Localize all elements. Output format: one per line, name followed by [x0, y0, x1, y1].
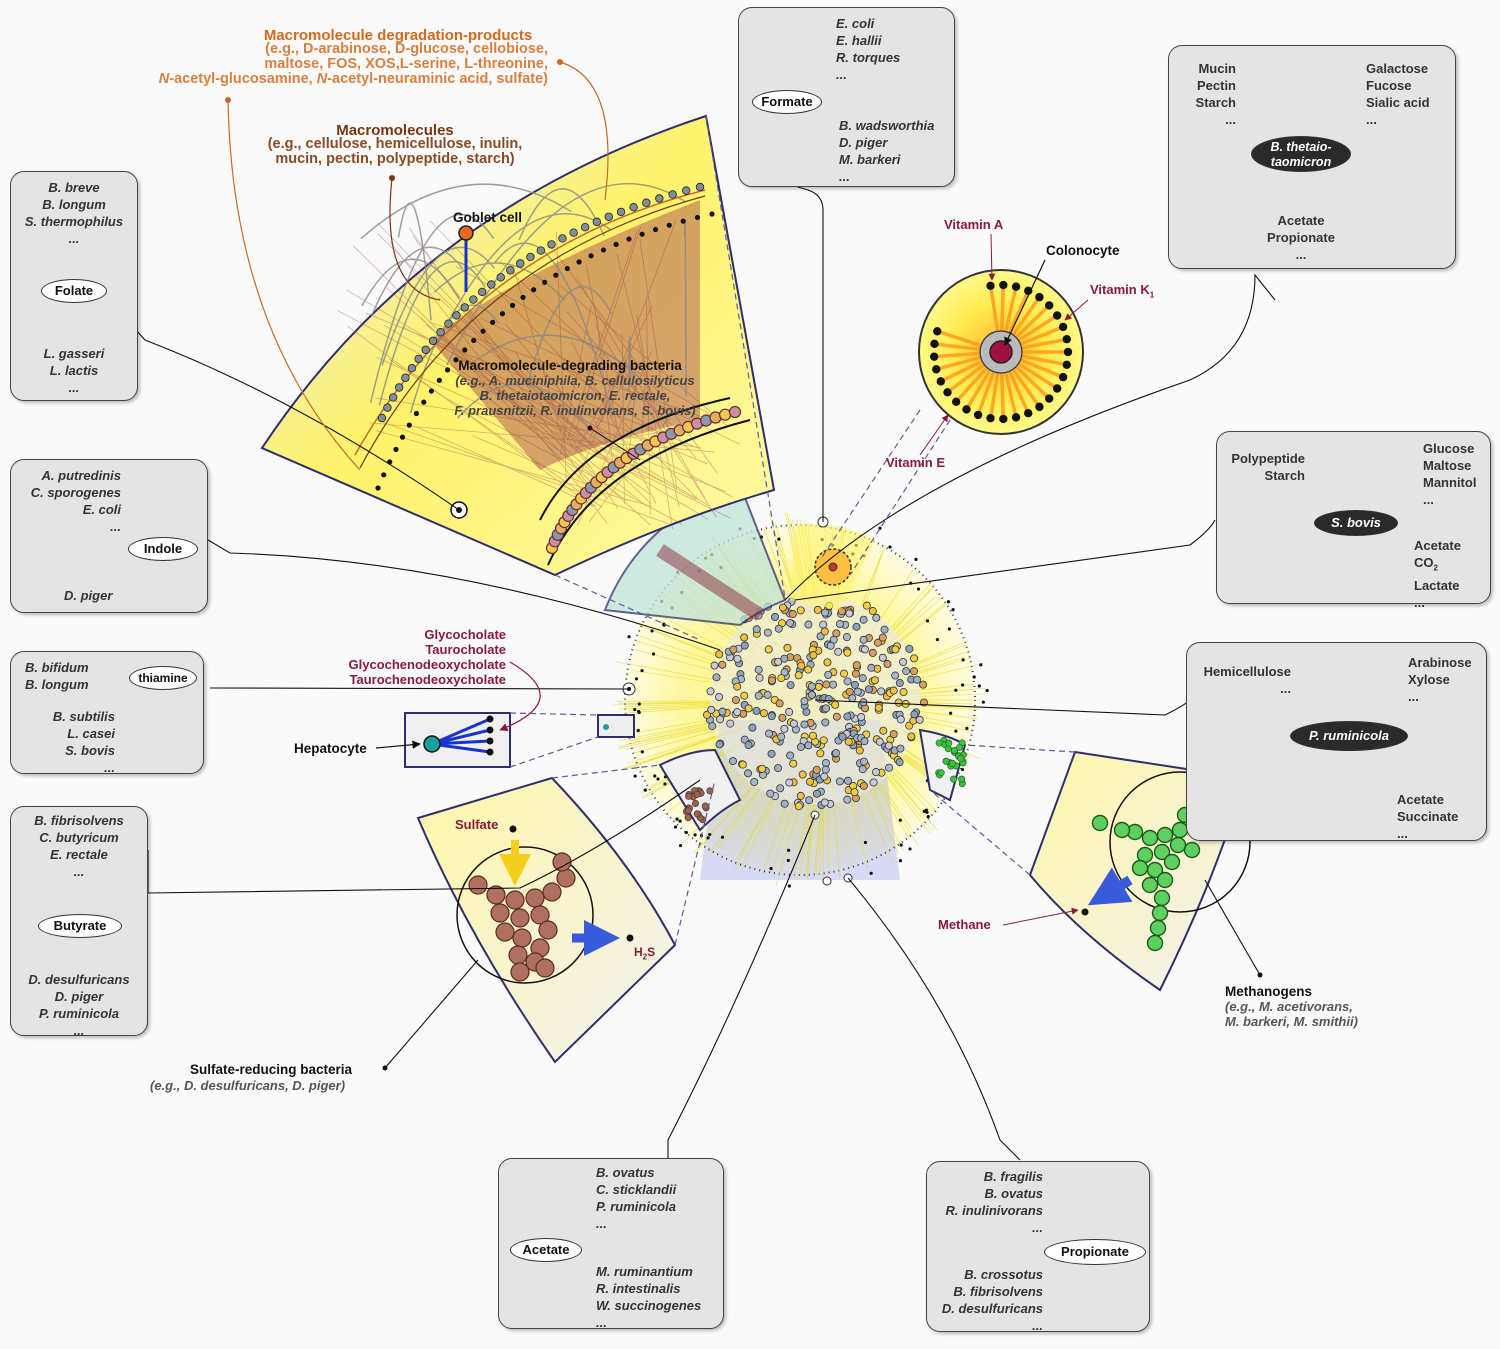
- srb-title: Sulfate-reducing bacteria: [190, 1062, 353, 1077]
- bile-acid-1: Glycocholate: [424, 627, 506, 642]
- macromolecules-title: Macromolecules: [336, 122, 454, 139]
- degradation-line-2: maltose, FOS, XOS,L-serine, L-threonine,: [264, 56, 548, 72]
- srb-examples: (e.g., D. desulfuricans, D. piger): [150, 1078, 346, 1093]
- macromolecules-examples: (e.g., cellulose, hemicellulose, inulin,…: [235, 137, 555, 167]
- vitamin-k1-label: Vitamin K1: [1090, 282, 1155, 300]
- vitamin-e-label: Vitamin E: [886, 455, 946, 470]
- methane-label: Methane: [938, 917, 991, 932]
- central-network: [597, 483, 989, 888]
- h2s-label: H2S: [634, 945, 656, 962]
- indole-metabolite: Indole: [128, 537, 198, 561]
- butyrate-metabolite: Butyrate: [38, 914, 122, 938]
- degradation-title: Macromolecule degradation-products: [263, 27, 533, 44]
- degradation-line-1: (e.g., D-arabinose, D-glucose, cellobios…: [265, 41, 548, 57]
- connector-lines: [135, 179, 1276, 1161]
- pruminicola-left-inputs: Hemicellulose...: [1203, 664, 1291, 696]
- acetate-metabolite: Acetate: [510, 1238, 582, 1262]
- hepatocyte-inset: [404, 712, 511, 768]
- macromolecule-sector: [260, 114, 776, 577]
- colonocyte-inset: [918, 269, 1084, 435]
- degrading-bacteria-examples: (e.g., A. muciniphila, B. cellulosilytic…: [425, 373, 725, 418]
- formate-metabolite: Formate: [752, 90, 822, 114]
- propionate-metabolite: Propionate: [1044, 1239, 1146, 1265]
- pruminicola-organism: P. ruminicola: [1290, 721, 1408, 751]
- degrading-bacteria-title: Macromolecule-degrading bacteria: [458, 358, 682, 373]
- methanogens-line-1: (e.g., M. acetivorans,: [1225, 999, 1353, 1014]
- bile-acids-list: Glycocholate Taurocholate Glycochenodeox…: [300, 627, 507, 687]
- bile-acid-2: Taurocholate: [425, 642, 506, 657]
- vitamin-a-label: Vitamin A: [944, 217, 1004, 232]
- goblet-cell-label: Goblet cell: [453, 210, 523, 225]
- sulfate-label: Sulfate: [455, 817, 499, 832]
- folate-metabolite: Folate: [41, 279, 107, 303]
- macromolecules-line-1: (e.g., cellulose, hemicellulose, inulin,: [267, 136, 523, 152]
- sbovis-outputs: Acetate CO2 Lactate...: [1414, 538, 1461, 610]
- indole-consumers: D. piger: [64, 588, 113, 603]
- degradation-examples: (e.g., D-arabinose, D-glucose, cellobios…: [100, 42, 548, 87]
- bile-acid-4: Taurochenodeoxycholate: [349, 672, 506, 687]
- annotation-pointers: [225, 59, 1263, 1071]
- sbovis-organism: S. bovis: [1314, 510, 1398, 536]
- colonocyte-label: Colonocyte: [1046, 243, 1120, 258]
- methanogens-title: Methanogens: [1225, 984, 1313, 999]
- methanogens-examples: (e.g., M. acetivorans, M. barkeri, M. sm…: [1225, 999, 1358, 1029]
- methanogens-line-2: M. barkeri, M. smithii): [1225, 1014, 1358, 1029]
- degrading-line-1: (e.g., A. muciniphila, B. cellulosilytic…: [455, 373, 695, 388]
- bthetaio-organism: B. thetaio-taomicron: [1251, 136, 1351, 172]
- hepatocyte-label: Hepatocyte: [294, 741, 367, 756]
- thiamine-metabolite: thiamine: [129, 666, 197, 690]
- bile-acid-3: Glycochenodeoxycholate: [348, 657, 507, 672]
- degrading-line-3: F. prausnitzii, R. inulinvorans, S. bovi…: [454, 403, 696, 418]
- degradation-line-3: N-acetyl-glucosamine, N-acetyl-neuramini…: [158, 71, 548, 87]
- degrading-line-2: B. thetaiotaomicron, E. rectale,: [479, 388, 671, 403]
- srb-inset: [416, 776, 677, 1064]
- dashed-leaders: [509, 115, 1076, 946]
- macromolecules-line-2: mucin, pectin, polypeptide, starch): [275, 151, 515, 167]
